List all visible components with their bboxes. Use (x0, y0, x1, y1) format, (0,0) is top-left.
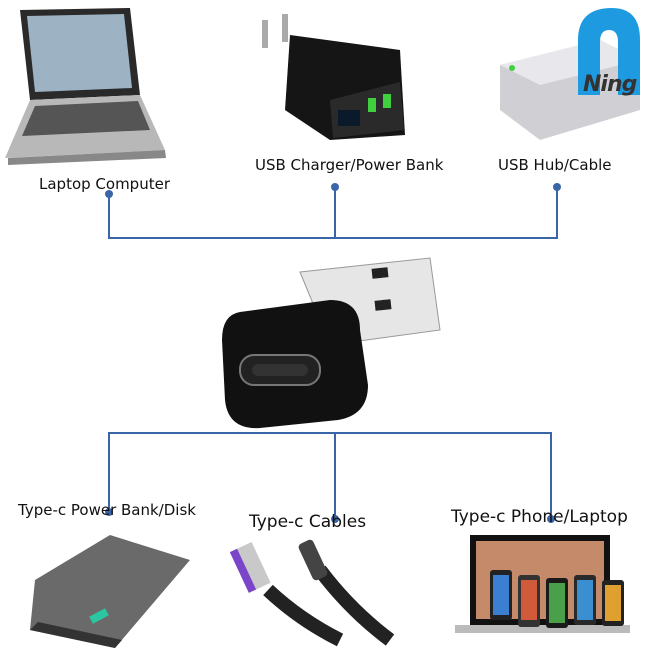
label-type-c-cables: Type-c Cables (249, 512, 367, 532)
label-usb-hub: USB Hub/Cable (498, 156, 612, 174)
laptop-image (5, 8, 166, 165)
label-laptop-computer: Laptop Computer (39, 175, 170, 193)
phone-laptop-image (455, 535, 630, 633)
brand-logo (578, 8, 640, 95)
logo-text: Ning (583, 72, 637, 97)
output-connector-lines (108, 432, 552, 519)
power-bank-image (30, 535, 190, 648)
usb-c-adapter-image (222, 257, 441, 429)
output-dots (105, 508, 555, 523)
label-usb-charger: USB Charger/Power Bank (255, 156, 444, 174)
label-type-c-phone-laptop: Type-c Phone/Laptop (451, 507, 628, 527)
usb-hub-image (500, 40, 640, 140)
type-c-cables-image (229, 539, 395, 647)
label-type-c-power-bank: Type-c Power Bank/Disk (18, 501, 196, 519)
input-connector-lines (108, 187, 558, 239)
input-dots (105, 183, 561, 198)
usb-charger-image (262, 14, 405, 140)
